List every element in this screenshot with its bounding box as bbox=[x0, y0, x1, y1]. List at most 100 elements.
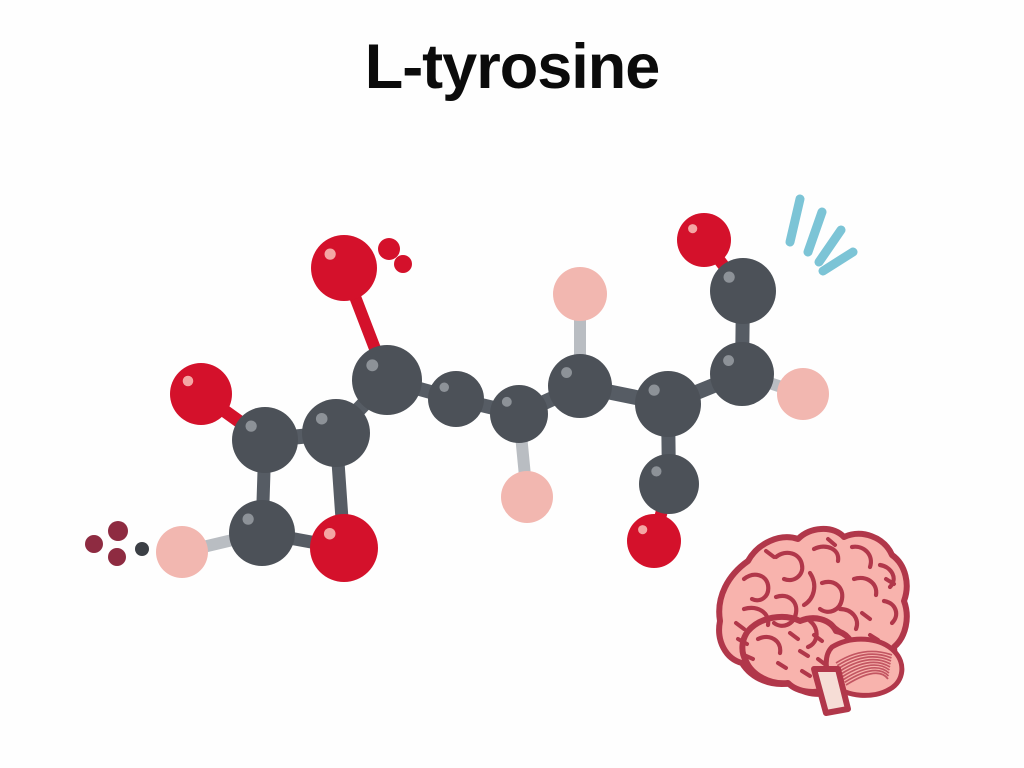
brain-tick-mark bbox=[734, 621, 746, 631]
atom-highlight bbox=[723, 355, 734, 366]
atom-sphere bbox=[170, 363, 232, 425]
brain-tick-mark bbox=[798, 649, 810, 658]
atom-carbon-c8 bbox=[635, 371, 701, 437]
brain-gyrus-line bbox=[881, 598, 899, 626]
brain-tick-mark bbox=[860, 611, 872, 621]
brain-gyrus-line bbox=[741, 572, 771, 603]
brain-tick-mark bbox=[826, 537, 837, 547]
maroon-dot-top bbox=[108, 521, 128, 541]
atom-highlight bbox=[648, 384, 660, 396]
cerebellum-striation bbox=[845, 672, 889, 686]
atom-sphere bbox=[635, 371, 701, 437]
brain-gyrus-line bbox=[849, 544, 873, 570]
atom-highlight bbox=[323, 527, 336, 540]
atom-sphere bbox=[627, 514, 681, 568]
atom-sphere bbox=[490, 385, 548, 443]
atom-highlight bbox=[245, 420, 257, 432]
sparkle-lines bbox=[785, 194, 858, 276]
atom-carbon-c3 bbox=[229, 500, 295, 566]
atom-hydrogen-h4 bbox=[777, 368, 829, 420]
atom-sphere bbox=[710, 258, 776, 324]
brain-gyrus-line bbox=[877, 562, 896, 590]
red-dot-large bbox=[378, 238, 400, 260]
atom-oxygen-o2 bbox=[310, 514, 378, 582]
atom-carbon-c4 bbox=[352, 345, 422, 415]
brain-tick-mark bbox=[830, 623, 842, 633]
brain-tick-mark bbox=[816, 657, 828, 667]
atom-sphere bbox=[229, 500, 295, 566]
brain-tick-mark bbox=[812, 633, 824, 643]
maroon-dot-bottom bbox=[108, 548, 126, 566]
brain-tick-mark bbox=[788, 631, 800, 641]
cerebellum-striation bbox=[844, 669, 890, 683]
brain-gyrus-line bbox=[771, 593, 799, 628]
brain-gyrus-line bbox=[741, 605, 771, 628]
atom-sphere bbox=[428, 371, 484, 427]
gray-dot bbox=[135, 542, 149, 556]
atom-highlight bbox=[501, 396, 512, 407]
sparkle-stroke-4-icon bbox=[818, 247, 858, 276]
atom-hydrogen-h2 bbox=[501, 471, 553, 523]
atom-sphere bbox=[302, 399, 370, 467]
atom-highlight bbox=[324, 248, 336, 260]
cerebellum-striation bbox=[841, 664, 891, 678]
atom-carbon-c11 bbox=[710, 258, 776, 324]
atom-highlight bbox=[723, 271, 735, 283]
cerebellum-striation bbox=[836, 653, 892, 667]
maroon-dot-left bbox=[85, 535, 103, 553]
sparkle-stroke-2-icon bbox=[803, 207, 827, 257]
sparkle-stroke-1-icon bbox=[785, 194, 805, 247]
atom-carbon-c10 bbox=[710, 342, 774, 406]
atom-highlight bbox=[651, 466, 662, 477]
cerebellum-striation bbox=[838, 656, 892, 670]
sparkle-stroke-3-icon bbox=[814, 225, 846, 267]
brain-tick-mark bbox=[742, 653, 755, 661]
atom-carbon-c5 bbox=[428, 371, 484, 427]
brain-gyrus-line bbox=[851, 575, 879, 598]
atom-carbon-c6 bbox=[490, 385, 548, 443]
atom-sphere bbox=[310, 514, 378, 582]
brain-gyrus-line bbox=[773, 550, 805, 583]
atom-carbon-c1 bbox=[232, 407, 298, 473]
atom-carbon-c2 bbox=[302, 399, 370, 467]
atom-highlight bbox=[366, 359, 379, 372]
atom-highlight bbox=[315, 412, 328, 425]
atom-highlight bbox=[688, 224, 698, 234]
atom-sphere bbox=[311, 235, 377, 301]
atom-sphere bbox=[639, 454, 699, 514]
brain-stem bbox=[811, 666, 851, 716]
atom-carbon-c7 bbox=[548, 354, 612, 418]
brain-tick-mark bbox=[800, 669, 812, 678]
atom-highlight bbox=[182, 375, 194, 387]
brain-tick-mark bbox=[868, 633, 880, 642]
atom-oxygen-o4 bbox=[627, 514, 681, 568]
atom-sphere bbox=[548, 354, 612, 418]
brain-gyrus-line bbox=[837, 606, 860, 632]
atom-sphere bbox=[232, 407, 298, 473]
brain-tick-mark bbox=[884, 577, 896, 586]
brain-tick-mark bbox=[736, 637, 749, 646]
atom-hydrogen-h3 bbox=[553, 267, 607, 321]
atom-carbon-c9 bbox=[639, 454, 699, 514]
brain-tick-mark bbox=[764, 549, 776, 559]
atom-sphere bbox=[156, 526, 208, 578]
atom-highlight bbox=[561, 367, 572, 378]
atom-highlight bbox=[638, 525, 648, 535]
brain-gyrus-line bbox=[801, 570, 817, 608]
atom-hydrogen-h1 bbox=[156, 526, 208, 578]
brain-tick-mark bbox=[776, 661, 788, 670]
atom-sphere bbox=[553, 267, 607, 321]
cerebellum-striation bbox=[839, 658, 891, 672]
atom-oxygen-o1 bbox=[170, 363, 232, 425]
atom-highlight bbox=[439, 382, 449, 392]
loose-dots bbox=[85, 238, 412, 566]
cerebellum-striation bbox=[835, 650, 893, 664]
atom-oxygen-o3 bbox=[311, 235, 377, 301]
atom-sphere bbox=[501, 471, 553, 523]
atom-sphere bbox=[352, 345, 422, 415]
molecule-atoms bbox=[156, 213, 829, 582]
red-dot-small bbox=[394, 255, 412, 273]
brain-illustration bbox=[716, 526, 910, 716]
brain-gyrus-line bbox=[817, 579, 845, 614]
